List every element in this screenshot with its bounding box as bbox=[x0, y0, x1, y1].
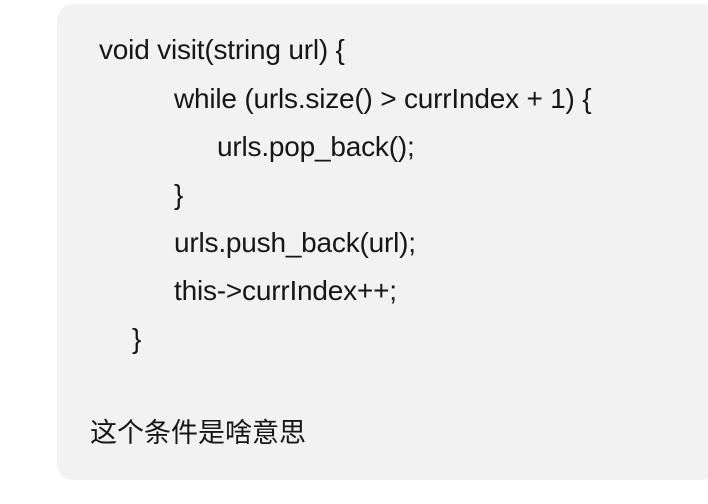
code-line-push-back: urls.push_back(url); bbox=[174, 227, 416, 258]
code-line-pop-back: urls.pop_back(); bbox=[217, 131, 415, 162]
code-line-increment-index: this->currIndex++; bbox=[174, 275, 397, 306]
code-line-function-signature: void visit(string url) { bbox=[99, 34, 345, 65]
message-bubble bbox=[57, 4, 708, 480]
code-line-while-condition: while (urls.size() > currIndex + 1) { bbox=[174, 83, 592, 114]
code-line-while-close-brace: } bbox=[174, 179, 184, 210]
code-line-function-close-brace: } bbox=[132, 323, 142, 354]
question-text: 这个条件是啥意思 bbox=[90, 418, 306, 449]
